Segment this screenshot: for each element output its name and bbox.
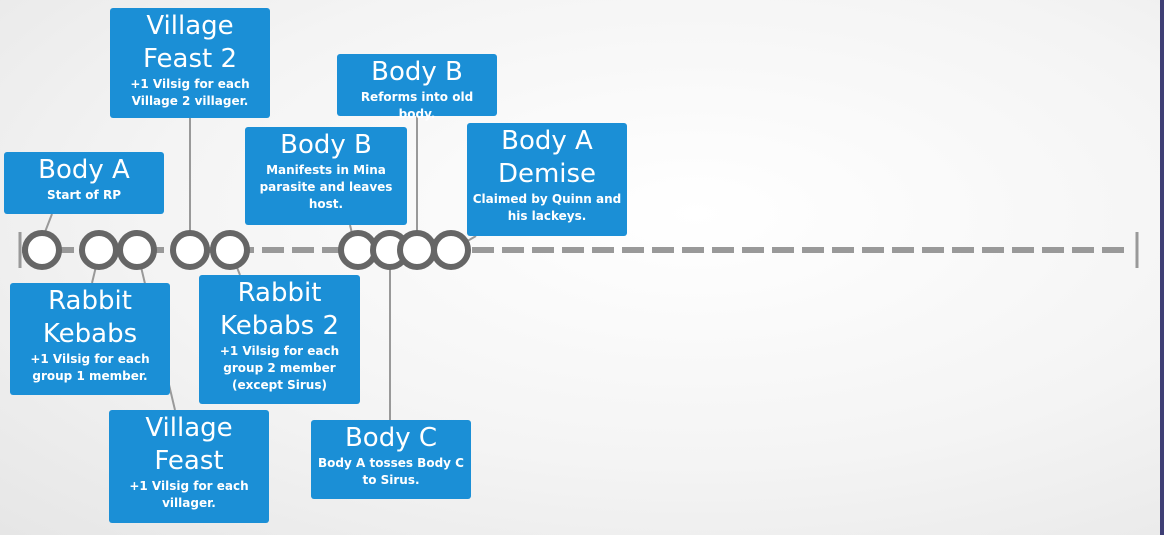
event-box-village-feast[interactable]: Village Feast +1 Vilsig for each village…	[109, 410, 269, 523]
event-circle[interactable]	[431, 230, 471, 270]
event-circle[interactable]	[397, 230, 437, 270]
event-desc: Claimed by Quinn and his lackeys.	[472, 192, 622, 223]
event-box-body-b-reforms[interactable]: Body B Reforms into old body.	[337, 54, 497, 121]
event-title: Rabbit Kebabs 2	[219, 278, 340, 341]
event-title: Body C	[344, 423, 438, 453]
event-desc: +1 Vilsig for each villager.	[129, 479, 249, 510]
event-desc: +1 Vilsig for each Village 2 villager.	[130, 77, 250, 108]
event-title: Body B	[280, 130, 372, 160]
event-desc: +1 Vilsig for each group 1 member.	[30, 352, 150, 383]
event-desc: +1 Vilsig for each group 2 member (excep…	[219, 344, 340, 392]
event-circle[interactable]	[210, 230, 250, 270]
event-desc: Manifests in Mina parasite and leaves ho…	[259, 163, 393, 211]
event-title: Body A	[38, 155, 130, 185]
event-box-rabbit-kebabs[interactable]: Rabbit Kebabs +1 Vilsig for each group 1…	[10, 283, 170, 395]
event-title: Village Feast	[145, 413, 233, 476]
event-circle[interactable]	[117, 230, 157, 270]
event-title: Body B	[371, 57, 463, 87]
event-desc: Start of RP	[47, 188, 121, 202]
event-title: Body A Demise	[497, 126, 597, 189]
event-circle[interactable]	[79, 230, 119, 270]
event-box-rabbit-kebabs-2[interactable]: Rabbit Kebabs 2 +1 Vilsig for each group…	[199, 275, 360, 404]
event-box-body-b-manifests[interactable]: Body B Manifests in Mina parasite and le…	[245, 127, 407, 225]
event-title: Rabbit Kebabs	[42, 286, 138, 349]
event-circle[interactable]	[22, 230, 62, 270]
event-box-body-a-demise[interactable]: Body A Demise Claimed by Quinn and his l…	[467, 123, 627, 236]
event-desc: Body A tosses Body C to Sirus.	[318, 456, 464, 487]
event-box-body-a-start[interactable]: Body A Start of RP	[4, 152, 164, 214]
event-circle[interactable]	[338, 230, 378, 270]
event-title: Village Feast 2	[142, 11, 237, 74]
event-box-body-c[interactable]: Body C Body A tosses Body C to Sirus.	[311, 420, 471, 499]
event-desc: Reforms into old body.	[360, 90, 474, 121]
event-box-village-feast-2[interactable]: Village Feast 2 +1 Vilsig for each Villa…	[110, 8, 270, 118]
event-circle[interactable]	[170, 230, 210, 270]
